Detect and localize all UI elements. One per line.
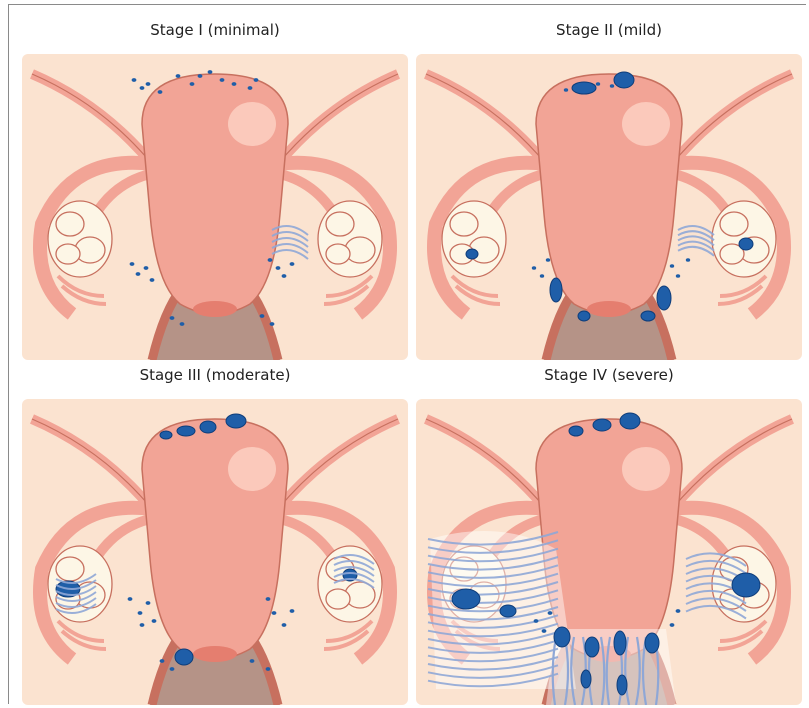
uterus-illustration — [416, 54, 802, 360]
uterus-illustration — [22, 399, 408, 705]
panel-title: Stage IV (severe) — [416, 355, 802, 395]
stage-2-drawing — [416, 54, 802, 360]
stage-3-drawing — [22, 399, 408, 705]
panel-title: Stage III (moderate) — [22, 355, 408, 395]
uterus-illustration — [416, 399, 802, 705]
panel-title: Stage II (mild) — [416, 10, 802, 50]
uterus-illustration — [22, 54, 408, 360]
stage-4-drawing — [416, 399, 802, 705]
stage-1-drawing — [22, 54, 408, 360]
panel-title: Stage I (minimal) — [22, 10, 408, 50]
